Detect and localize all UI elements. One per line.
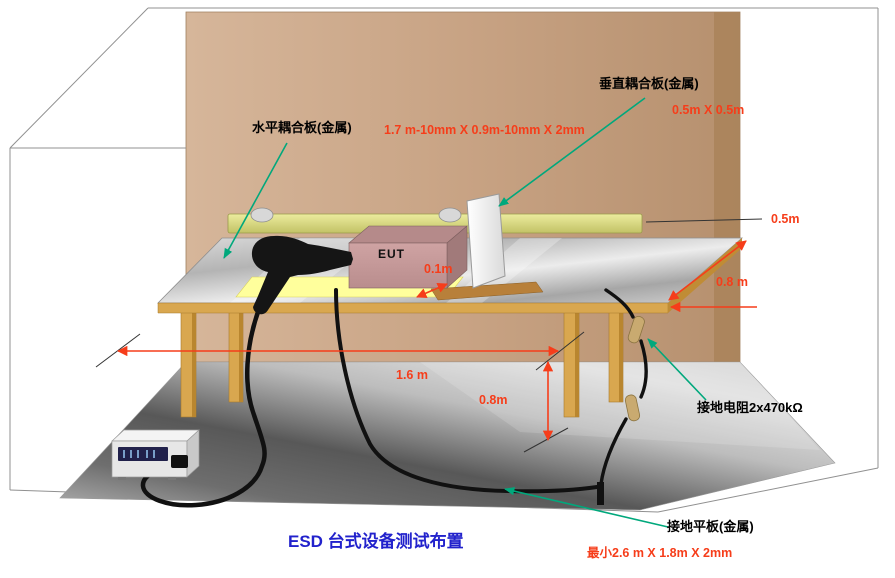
back-wall-shadow-strip xyxy=(714,12,740,362)
hcp-ground-cable xyxy=(334,288,599,494)
dim-wall-to-table xyxy=(668,240,747,301)
display-digits xyxy=(123,450,155,458)
hcp-dimensions-label: 1.7 m-10mm X 0.9m-10mm X 2mm xyxy=(384,123,585,137)
dim-table-width-label: 1.6 m xyxy=(396,368,428,382)
resistor-pointer-arrow xyxy=(647,338,707,401)
ground-resistor-label: 接地电阻2x470kΩ xyxy=(697,400,803,415)
bleed-resistor xyxy=(627,315,645,344)
ground-plane-dimensions-label: 最小2.6 m X 1.8m X 2mm xyxy=(587,546,733,560)
eut-box xyxy=(348,225,468,289)
dim-table-height-label: 0.8m xyxy=(479,393,508,407)
wall-mounted-bar xyxy=(227,207,643,234)
floor-highlight xyxy=(420,362,820,450)
cable-clamp-icon xyxy=(250,207,274,223)
dim-eut-vcp-gap xyxy=(416,282,448,299)
generator-output-connector xyxy=(171,455,188,468)
ground-reference-plane xyxy=(59,361,836,511)
esd-gun xyxy=(251,235,353,315)
hcp-pointer-arrow xyxy=(223,142,288,259)
dim-bar-height-label: 0.5m xyxy=(771,212,800,226)
eut-label: EUT xyxy=(378,247,405,261)
vcp-label: 垂直耦合板(金属) xyxy=(599,76,699,91)
dim-eut-vcp-label: 0.1m xyxy=(424,262,453,276)
generator-display xyxy=(118,447,168,461)
room-outline xyxy=(9,7,879,513)
cable-clamp-icon xyxy=(438,207,462,223)
ground-bonding-cable xyxy=(599,288,648,486)
vertical-coupling-plane xyxy=(466,193,506,289)
page-title: ESD 台式设备测试布置 xyxy=(288,532,464,551)
esd-generator xyxy=(111,429,200,480)
dim-wall-table-label: 0.8 m xyxy=(716,275,748,289)
bleed-resistor xyxy=(624,394,641,422)
ground-connection-point xyxy=(597,482,604,505)
gun-cable xyxy=(140,306,267,508)
pointer-arrows xyxy=(223,97,707,528)
hcp-label: 水平耦合板(金属) xyxy=(252,120,352,135)
table-front-edge xyxy=(157,302,669,314)
ground-plane-label: 接地平板(金属) xyxy=(667,519,754,534)
ground-plane-pointer-arrow xyxy=(503,487,669,528)
vcp-pointer-arrow xyxy=(498,97,646,207)
vcp-dimensions-label: 0.5m X 0.5m xyxy=(672,103,745,117)
dimension-arrows xyxy=(116,240,757,442)
